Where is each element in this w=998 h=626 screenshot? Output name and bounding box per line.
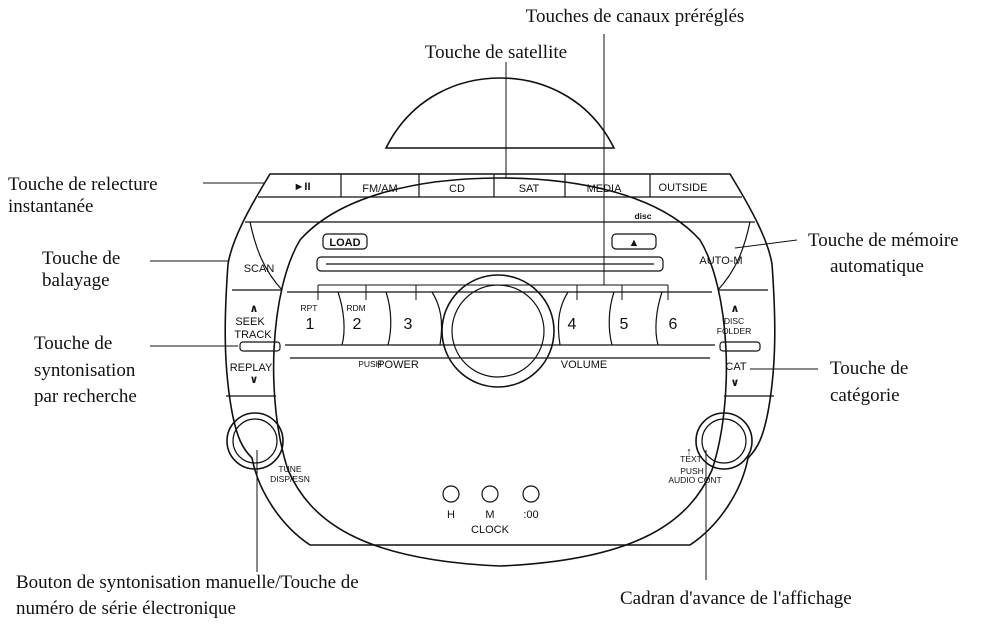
clock-label: CLOCK (471, 524, 510, 536)
track-label: TRACK (234, 329, 272, 341)
disp-esn-label: DISP/ESN (270, 474, 310, 484)
callout-preset-channels: Touches de canaux préréglés (526, 6, 745, 27)
callout-auto-memory-1: Touche de mémoire (808, 230, 959, 251)
callout-seek-2: syntonisation (34, 360, 136, 381)
fm-am-button[interactable]: FM/AM (362, 183, 397, 195)
callout-display-dial: Cadran d'avance de l'affichage (620, 588, 852, 609)
cd-button[interactable]: CD (449, 183, 465, 195)
cat-label: CAT (725, 361, 746, 373)
callout-instant-replay-1: Touche de relecture (8, 174, 158, 195)
volume-label: VOLUME (561, 359, 607, 371)
push-audio-label: PUSH (680, 466, 704, 476)
disc-logo: disc (634, 211, 651, 221)
folder-label: FOLDER (717, 326, 751, 336)
power-label: POWER (377, 359, 419, 371)
preset-6-button[interactable]: 6 (669, 316, 678, 333)
replay-label: REPLAY (230, 362, 273, 374)
face-ring (272, 177, 728, 567)
volume-knob[interactable] (441, 274, 555, 388)
callout-scan-2: balayage (42, 270, 110, 291)
disc-label: DISC (724, 316, 744, 326)
audio-knob[interactable] (695, 412, 753, 470)
audio-cont-label: AUDIO CONT (668, 475, 721, 485)
callout-scan-1: Touche de (42, 248, 120, 269)
scan-button[interactable]: SCAN (244, 263, 275, 275)
callout-instant-replay-2: instantanée (8, 196, 93, 217)
callout-category-1: Touche de (830, 358, 908, 379)
tune-label: TUNE (278, 464, 301, 474)
preset-2-button[interactable]: 2 (353, 316, 362, 333)
eject-button[interactable] (611, 233, 657, 250)
callout-manual-tune-1: Bouton de syntonisation manuelle/Touche … (16, 572, 359, 593)
preset-4-button[interactable]: 4 (568, 316, 577, 333)
callout-seek-1: Touche de (34, 333, 112, 354)
folder-up-arrow[interactable]: ∧ (731, 303, 740, 315)
rpt-label: RPT (301, 303, 318, 313)
eject-icon: ▲ (629, 237, 640, 249)
seek-up-arrow[interactable]: ∧ (250, 303, 259, 315)
callout-satellite: Touche de satellite (425, 42, 567, 63)
callout-category-2: catégorie (830, 385, 900, 406)
seek-label: SEEK (235, 316, 265, 328)
clock-00-button[interactable] (522, 485, 540, 503)
outside-button[interactable]: OUTSIDE (659, 182, 708, 194)
load-label: LOAD (329, 237, 360, 249)
text-arrow-icon: ↑ (686, 446, 692, 458)
seek-down-arrow[interactable]: ∨ (250, 374, 259, 386)
auto-m-button[interactable]: AUTO-M (699, 255, 742, 267)
sat-button[interactable]: SAT (519, 183, 540, 195)
clock-m-label: M (485, 509, 494, 521)
radio-housing (224, 173, 776, 546)
clock-00-label: :00 (523, 509, 538, 521)
tune-knob[interactable] (226, 412, 284, 470)
callout-auto-memory-2: automatique (830, 256, 924, 277)
clock-h-button[interactable] (442, 485, 460, 503)
preset-3-button[interactable]: 3 (404, 316, 413, 333)
push-label: PUSH (358, 359, 382, 369)
preset-5-button[interactable]: 5 (620, 316, 629, 333)
preset-1-button[interactable]: 1 (306, 316, 315, 333)
callout-seek-3: par recherche (34, 386, 137, 407)
text-label: TEXT (680, 454, 702, 464)
cat-down-arrow[interactable]: ∨ (731, 377, 740, 389)
load-indicator (322, 233, 368, 250)
callout-manual-tune-2: numéro de série électronique (16, 598, 236, 619)
rdm-label: RDM (346, 303, 365, 313)
play-pause-button[interactable]: ►II (294, 181, 311, 193)
clock-m-button[interactable] (481, 485, 499, 503)
satellite-window (384, 77, 616, 149)
cd-slot (316, 256, 664, 272)
clock-h-label: H (447, 509, 455, 521)
